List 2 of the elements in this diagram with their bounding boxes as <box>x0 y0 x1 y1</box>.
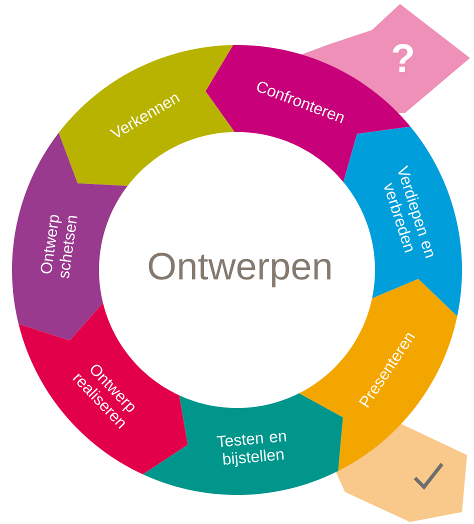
tab-label: ? <box>392 44 413 72</box>
ring-segment: Testen en bijstellen <box>142 393 343 495</box>
